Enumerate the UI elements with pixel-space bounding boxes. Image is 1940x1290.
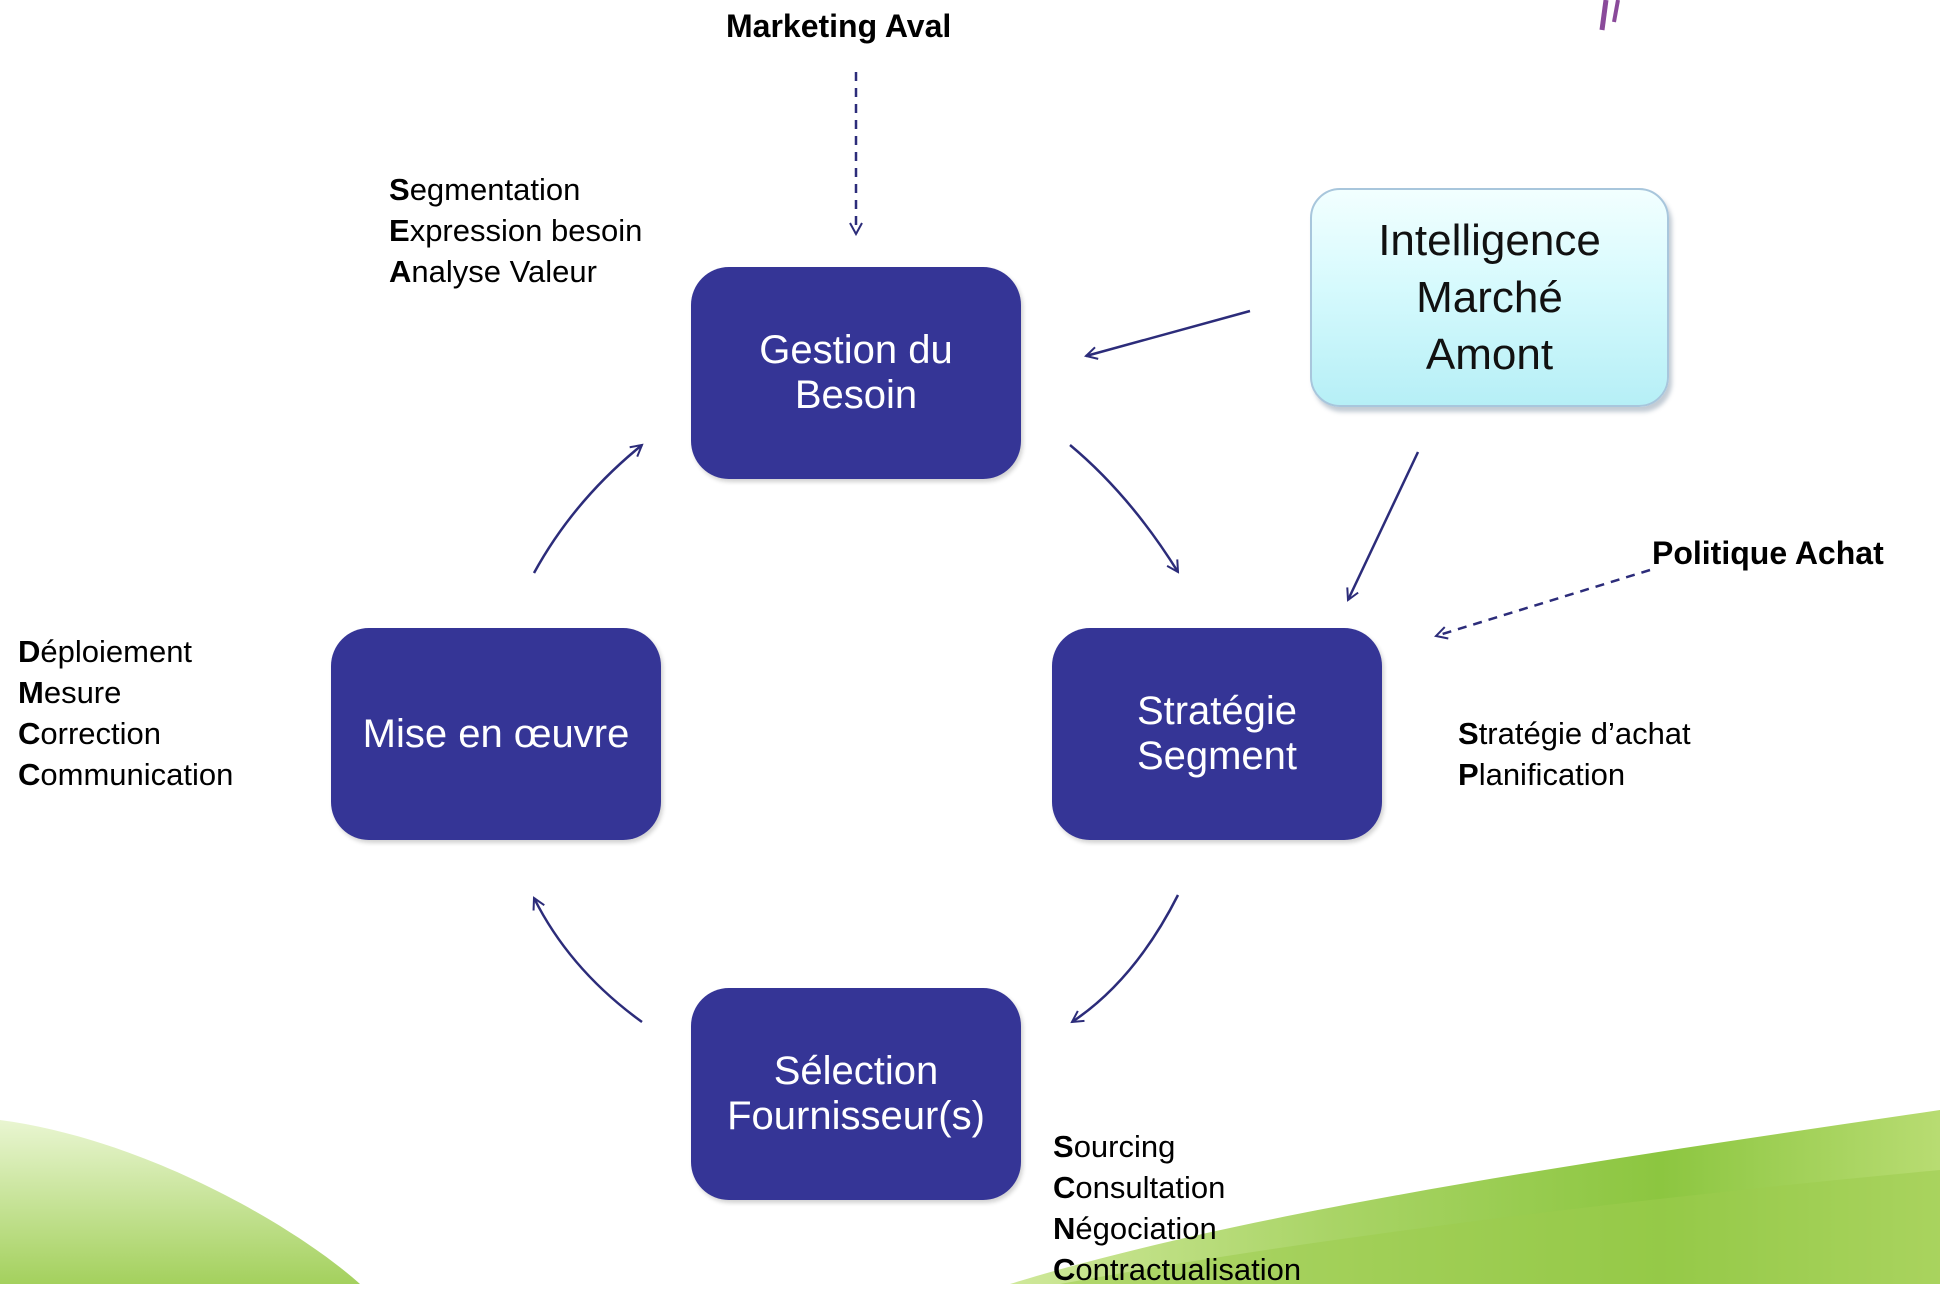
selection-fournisseurs-list: Sourcing Consultation Négociation Contra… <box>1053 1126 1301 1290</box>
mise-en-oeuvre-box: Mise en œuvre <box>331 628 661 840</box>
box-label-line: Mise en œuvre <box>362 711 630 756</box>
decorative-logo-stroke <box>1612 0 1620 23</box>
list-item: Communication <box>18 757 234 792</box>
marketing-aval-heading: Marketing Aval <box>726 8 952 44</box>
list-item: Stratégie d’achat <box>1458 716 1691 751</box>
mise-to-gestion-arrow <box>532 445 642 574</box>
list-item: Correction <box>18 716 161 751</box>
politique-achat-arrow <box>1436 568 1651 636</box>
list-item: Contractualisation <box>1053 1252 1302 1287</box>
intelligence-to-strategie-arrow <box>1348 451 1420 600</box>
intelligence-to-gestion-arrow <box>1086 309 1251 356</box>
intel-label-line: Marché <box>1416 273 1563 322</box>
box-label-line: Fournisseur(s) <box>727 1094 985 1138</box>
decorative-logo-stroke <box>1599 0 1609 31</box>
selection-fournisseurs-box: Sélection Fournisseur(s) <box>691 988 1021 1200</box>
box-label-line: Gestion du <box>759 328 953 372</box>
gestion-besoin-list: Segmentation Expression besoin Analyse V… <box>389 169 642 292</box>
strategie-segment-box: Stratégie Segment <box>1052 628 1382 840</box>
green-wave-decoration <box>0 1120 360 1284</box>
intelligence-marche-box: Intelligence Marché Amont <box>1310 188 1669 407</box>
box-label-line: Segment <box>1136 734 1298 778</box>
list-item: Mesure <box>18 675 122 710</box>
list-item: Segmentation <box>389 172 581 207</box>
list-item: Consultation <box>1053 1170 1226 1205</box>
selection-to-mise-arrow <box>534 898 643 1024</box>
box-label-line: Stratégie <box>1136 689 1298 733</box>
list-item: Analyse Valeur <box>389 254 597 289</box>
box-label-line: Sélection <box>773 1049 939 1093</box>
gestion-to-strategie-arrow <box>1069 444 1178 572</box>
strategie-to-selection-arrow <box>1072 894 1180 1022</box>
intel-label-line: Amont <box>1425 330 1554 379</box>
intel-label-line: Intelligence <box>1378 216 1601 265</box>
strategie-segment-list: Stratégie d’achat Planification <box>1458 713 1691 795</box>
list-item: Planification <box>1458 757 1626 792</box>
green-wave-decoration <box>1060 1170 1940 1284</box>
list-item: Expression besoin <box>389 213 643 248</box>
politique-achat-heading: Politique Achat <box>1652 535 1884 571</box>
list-item: Déploiement <box>18 634 193 669</box>
gestion-besoin-box: Gestion du Besoin <box>691 267 1021 479</box>
mise-en-oeuvre-list: Déploiement Mesure Correction Communicat… <box>18 631 233 795</box>
box-label-line: Besoin <box>794 373 918 417</box>
list-item: Sourcing <box>1053 1129 1176 1164</box>
list-item: Négociation <box>1053 1211 1217 1246</box>
